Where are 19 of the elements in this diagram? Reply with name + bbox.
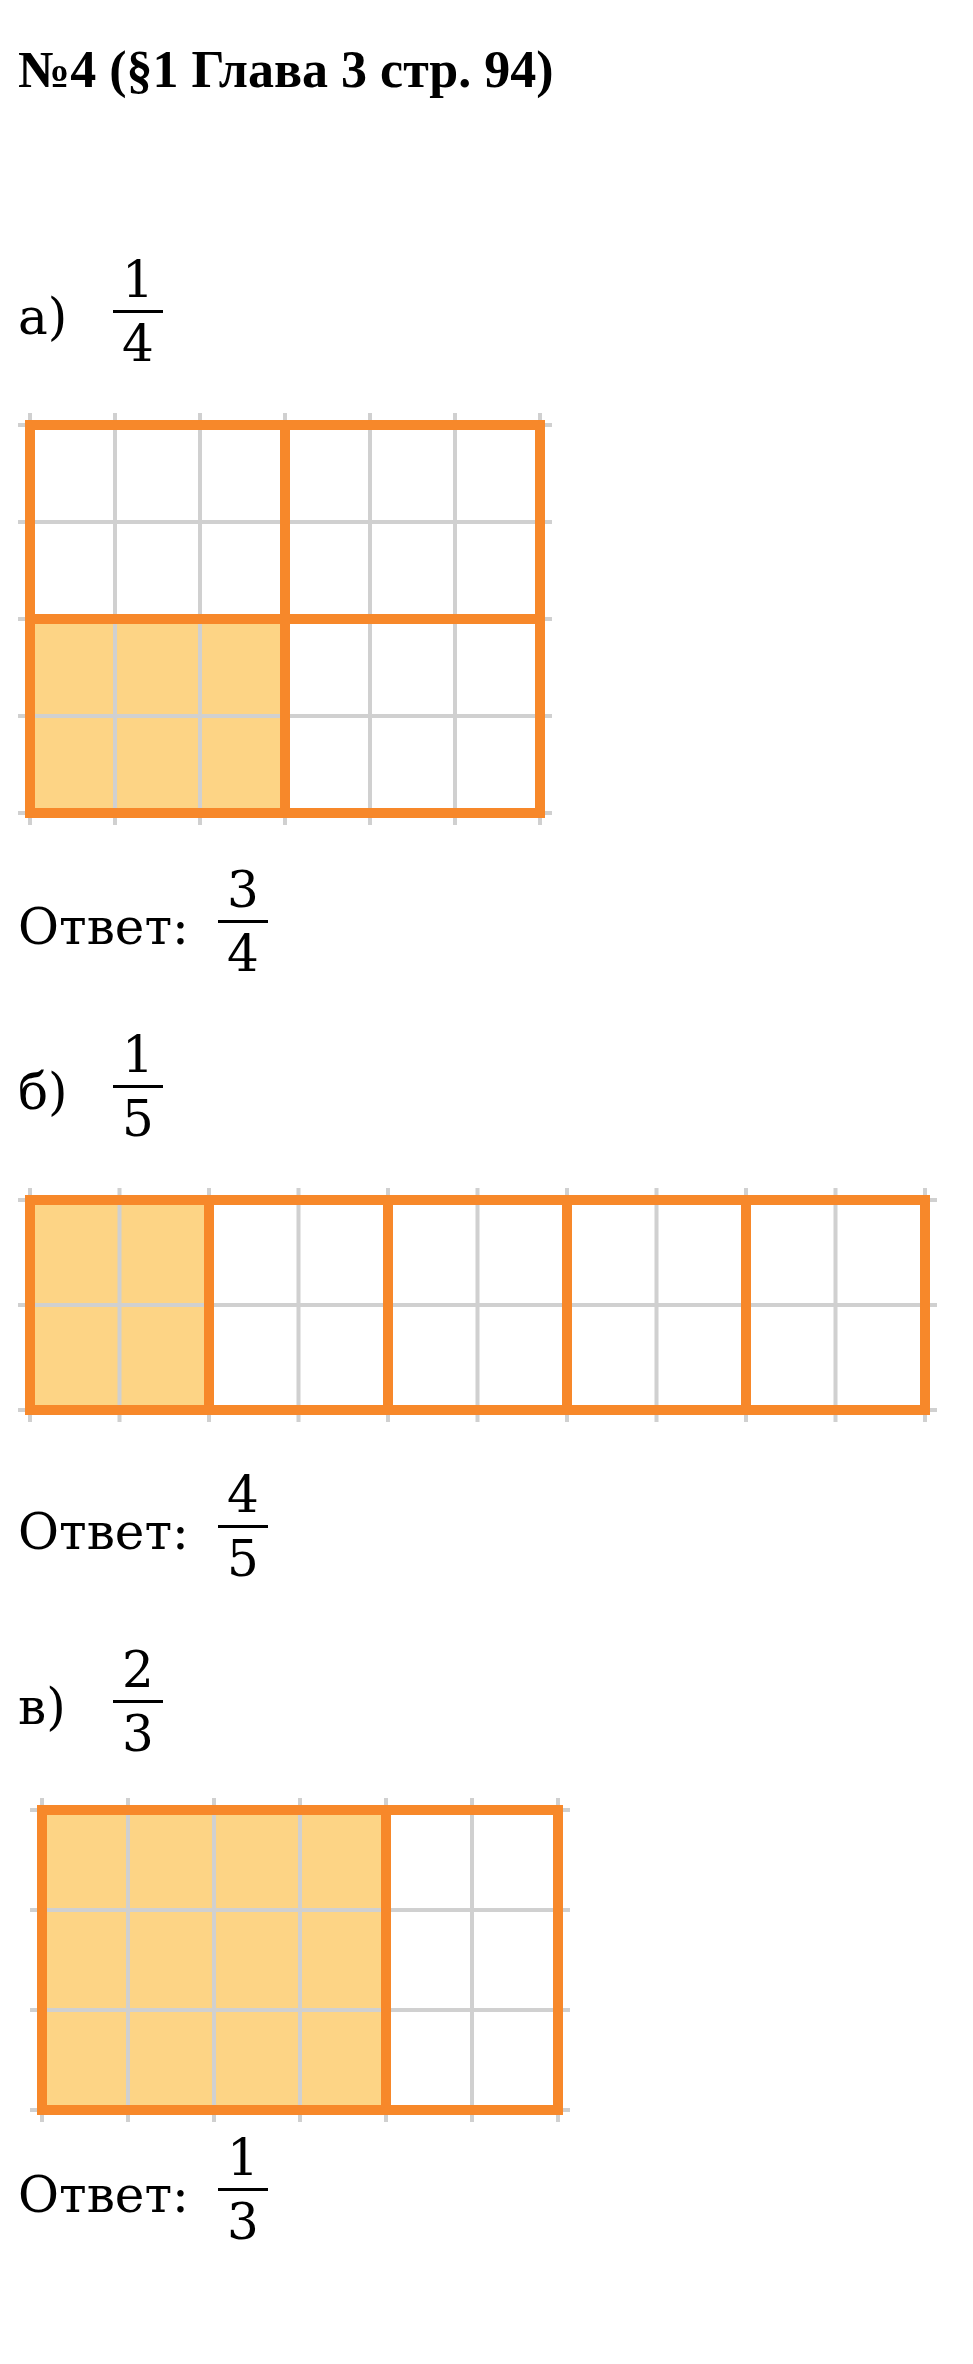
- item-letter: б): [18, 1063, 68, 1121]
- fraction-denominator: 4: [226, 924, 260, 985]
- fraction-denominator: 3: [226, 2192, 260, 2253]
- item-letter: а): [18, 288, 68, 346]
- fraction-denominator: 3: [121, 1704, 155, 1765]
- answer-label: Ответ:: [18, 2166, 189, 2224]
- fraction-numerator: 1: [113, 1025, 163, 1088]
- item-letter: в): [18, 1678, 66, 1736]
- fraction-denominator: 5: [226, 1529, 260, 1590]
- fraction-denominator: 4: [121, 314, 155, 375]
- fraction-numerator: 3: [218, 860, 268, 923]
- answer-label: Ответ:: [18, 898, 189, 956]
- fraction-numerator: 1: [113, 250, 163, 313]
- fraction-numerator: 2: [113, 1640, 163, 1703]
- fraction-numerator: 1: [218, 2128, 268, 2191]
- answer-label: Ответ:: [18, 1503, 189, 1561]
- fraction-numerator: 4: [218, 1465, 268, 1528]
- page-title: №4 (§1 Глава 3 стр. 94): [18, 40, 554, 99]
- fraction-denominator: 5: [121, 1089, 155, 1150]
